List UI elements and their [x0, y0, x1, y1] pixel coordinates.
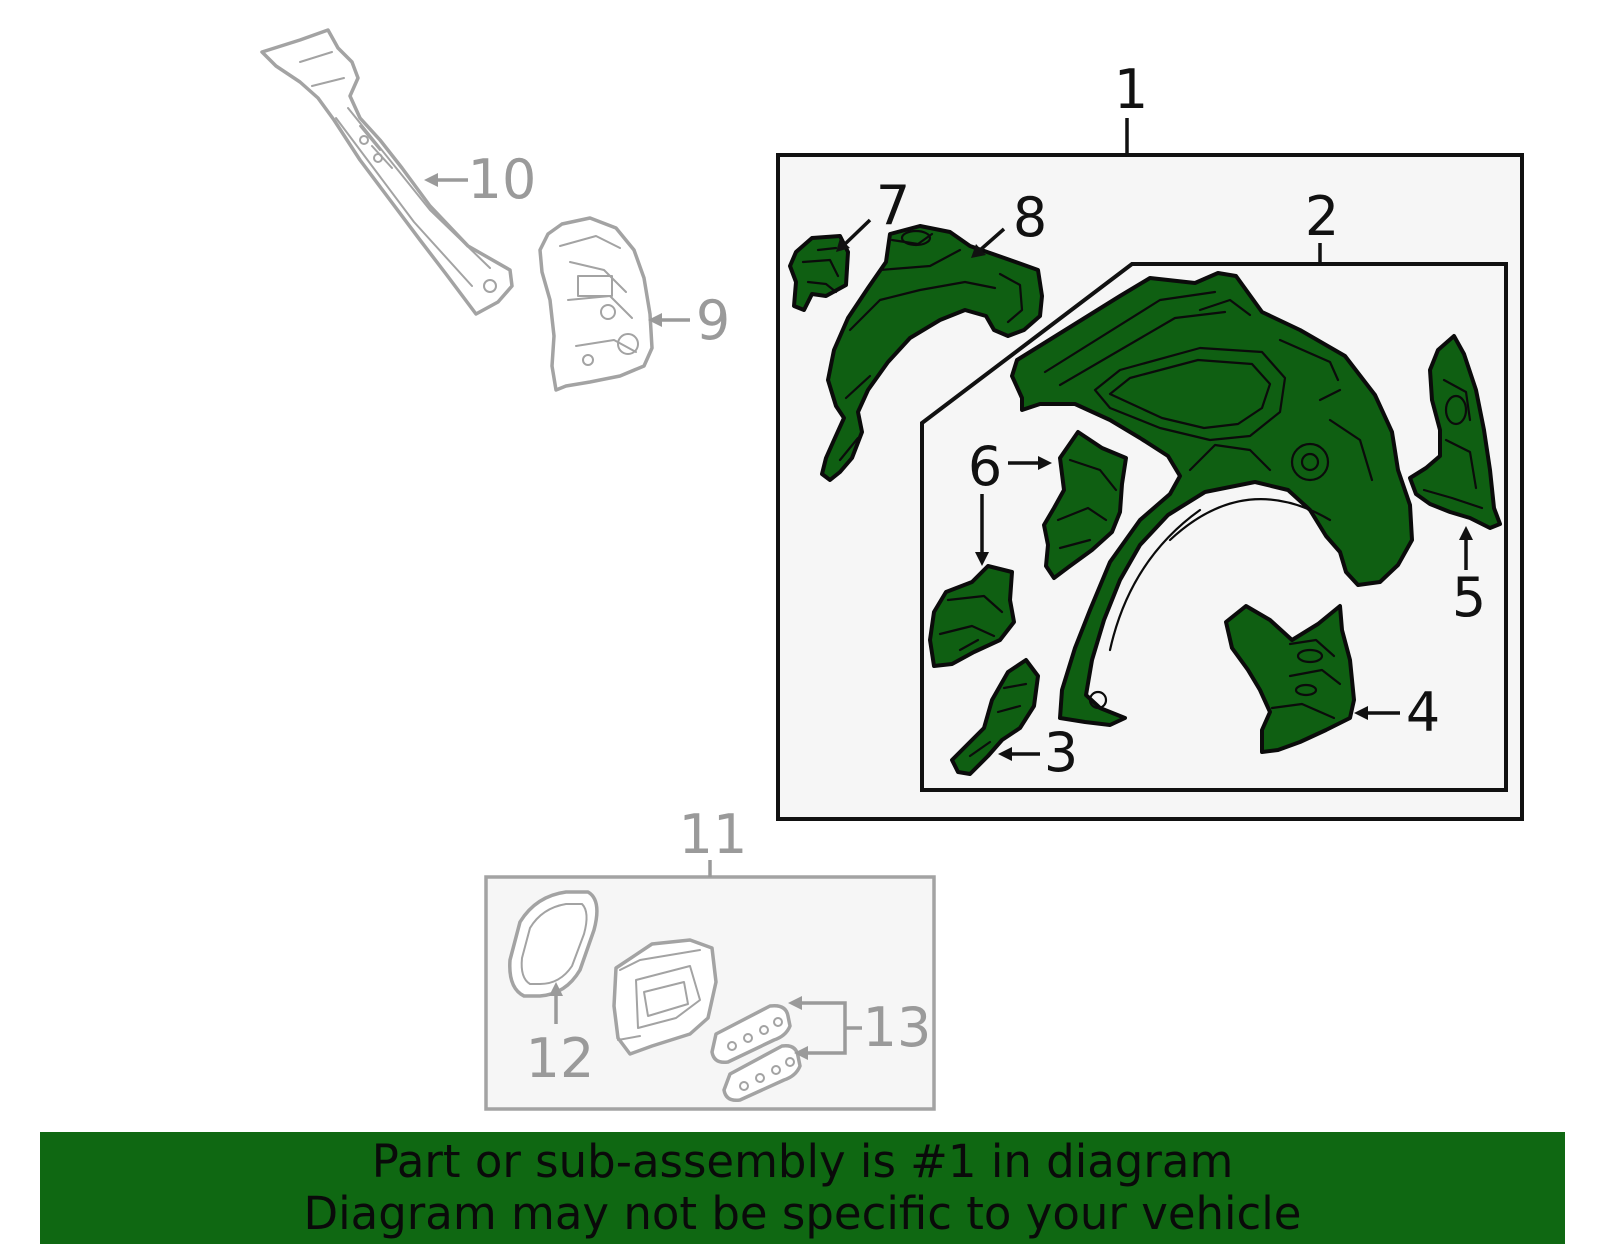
callout-8-arrowhead	[971, 244, 986, 258]
part-5-bracket[interactable]	[1408, 334, 1502, 530]
callout-4-arrowhead	[1354, 706, 1368, 720]
part-10-pillar[interactable]	[260, 28, 514, 316]
part-8-quarter-panel-extension[interactable]	[820, 224, 1044, 482]
info-banner: Part or sub-assembly is #1 in diagram Di…	[40, 1132, 1565, 1244]
callout-4: 4	[1406, 681, 1440, 744]
part-11-housing[interactable]	[612, 938, 718, 1056]
callout-6: 6	[968, 435, 1002, 498]
callout-3: 3	[1044, 721, 1078, 784]
callout-5: 5	[1452, 566, 1486, 629]
part-2-inner-wheelhouse[interactable]	[1010, 271, 1414, 727]
callout-6-arrowhead-down	[975, 552, 989, 566]
part-13-lower-plate[interactable]	[722, 1043, 802, 1103]
callout-13-bracket	[800, 1001, 862, 1055]
callout-12: 12	[526, 1027, 595, 1090]
callout-10: 10	[468, 148, 537, 211]
callout-11: 11	[679, 803, 748, 866]
callout-13: 13	[863, 996, 932, 1059]
part-6-lower-bracket[interactable]	[928, 564, 1016, 668]
callout-1: 1	[1114, 58, 1148, 121]
callout-12-arrowhead	[549, 982, 563, 996]
callout-8-leader	[977, 227, 1006, 253]
banner-line-1: Part or sub-assembly is #1 in diagram	[371, 1135, 1234, 1188]
part-4-wheelhouse-reinforcement[interactable]	[1224, 604, 1356, 754]
part-7-bracket[interactable]	[788, 234, 850, 312]
callout-13-arrowhead-upper	[788, 996, 802, 1010]
callout-7-arrowhead	[836, 238, 850, 252]
callout-3-arrowhead	[998, 747, 1012, 761]
part-9-inner-panel[interactable]	[538, 216, 654, 392]
callout-7: 7	[876, 174, 910, 237]
callout-13-arrowhead-lower	[794, 1046, 808, 1060]
banner-line-2: Diagram may not be specific to your vehi…	[303, 1187, 1302, 1240]
part-3-reinforcement[interactable]	[950, 658, 1040, 776]
callout-2: 2	[1305, 185, 1339, 248]
callout-9: 9	[696, 289, 730, 352]
callout-6-arrowhead-right	[1038, 456, 1052, 470]
callout-5-arrowhead	[1459, 526, 1473, 540]
callout-10-arrowhead	[424, 173, 438, 187]
part-13-upper-plate[interactable]	[710, 1003, 792, 1065]
part-6-upper-bracket[interactable]	[1042, 430, 1128, 580]
callout-9-arrowhead	[648, 313, 662, 327]
callout-7-leader	[842, 218, 872, 247]
callout-8: 8	[1013, 186, 1047, 249]
part-12-gasket[interactable]	[508, 890, 599, 998]
